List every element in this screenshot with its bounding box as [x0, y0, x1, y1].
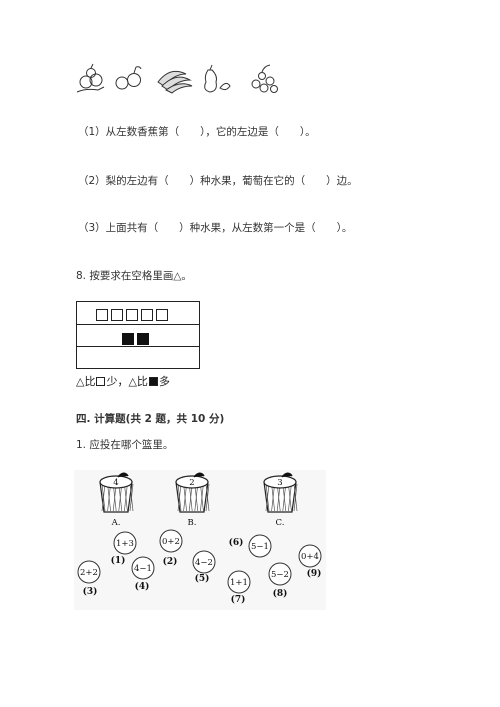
banana-icon: [157, 70, 193, 94]
fruit-illustration: [76, 63, 278, 94]
number-ball[interactable]: 2+2 (3): [77, 560, 101, 597]
ball-circle: [248, 534, 272, 558]
square-filled-icon: [122, 333, 134, 345]
number-ball[interactable]: 0+4 (9): [298, 544, 322, 579]
basket-c: 3C.: [263, 472, 298, 528]
number-ball[interactable]: 5−2 (8): [268, 562, 292, 599]
ball-tag: (3): [83, 586, 98, 597]
basket-weave: [265, 483, 270, 512]
caption-part: 多: [158, 375, 170, 388]
square-filled-icon: [148, 377, 158, 386]
question-2: （2）梨的左边有（ ）种水果，葡萄在它的（ ）边。: [78, 175, 358, 187]
basket-knob-icon: [193, 472, 205, 478]
question-1: （1）从左数香蕉第（ ），它的左边是（ ）。: [78, 126, 316, 138]
basket-weave: [101, 483, 106, 512]
ball-tag: (7): [231, 594, 246, 605]
ball-expression: 5−2: [271, 570, 289, 580]
basket-weave: [118, 483, 123, 512]
basket-number: 4: [113, 478, 118, 488]
ball-expression: 0+2: [162, 537, 180, 547]
ball-expression: 5−1: [251, 542, 269, 552]
square-filled-icon: [137, 333, 149, 345]
number-ball[interactable]: 5−1 (6): [229, 534, 272, 558]
basket-weave: [194, 483, 199, 512]
square-outline-icon: [141, 309, 153, 321]
basket-weave: [177, 483, 182, 512]
ball-circle: [268, 562, 292, 586]
ball-circle: [298, 544, 322, 568]
basket-rim: [175, 475, 209, 489]
grid-row-squares-filled: [77, 325, 199, 347]
ball-tag: (5): [195, 573, 210, 584]
ball-circle: [113, 531, 137, 555]
ball-tag: (1): [111, 555, 126, 566]
drawing-grid: [76, 301, 200, 369]
ball-expression: 4−1: [134, 564, 152, 574]
plum-icon: [76, 63, 105, 93]
square-outline-icon: [156, 309, 168, 321]
basket-weave: [205, 483, 210, 512]
basket-label: A.: [111, 518, 121, 528]
caption-part: △比: [76, 375, 96, 388]
ball-circle: [192, 550, 216, 574]
basket-weave: [288, 483, 292, 512]
basket-illustration: 4A. 2B. 3C. 1+3 (1) 0+2 (2) 2+2 (3) 4−1 (4) 4−2 (5) 5…: [74, 470, 326, 610]
caption-part: 少，△比: [106, 375, 148, 388]
number-ball[interactable]: 1+1 (7): [227, 570, 251, 605]
basket-label: C.: [276, 518, 285, 528]
basket-weave: [183, 483, 187, 512]
basket-weave: [107, 483, 111, 512]
basket-weave: [282, 483, 287, 512]
square-outline-icon: [126, 309, 138, 321]
section-4-title: 四. 计算题(共 2 题，共 10 分): [76, 413, 225, 425]
square-outline-icon: [96, 377, 106, 386]
basket-number: 3: [277, 478, 282, 488]
basket-weave: [200, 483, 204, 512]
ball-expression: 0+4: [301, 552, 319, 562]
question-8-caption: △比少，△比多: [76, 373, 170, 389]
number-ball[interactable]: 4−2 (5): [192, 550, 216, 584]
square-outline-icon: [111, 309, 123, 321]
ball-circle: [77, 560, 101, 584]
ball-expression: 1+1: [230, 578, 248, 588]
basket-knob-icon: [117, 472, 129, 478]
basket-weave: [271, 483, 275, 512]
ball-circle: [227, 570, 251, 594]
ball-expression: 2+2: [80, 568, 98, 578]
ball-tag: (8): [273, 588, 288, 599]
ball-tag: (2): [163, 556, 178, 567]
question-3: （3）上面共有（ ）种水果，从左数第一个是（ ）。: [78, 222, 353, 234]
grid-row-empty[interactable]: [77, 347, 199, 368]
basket-rim: [99, 475, 133, 489]
square-outline-icon: [96, 309, 108, 321]
number-ball[interactable]: 4−1 (4): [131, 556, 155, 592]
question-8-title: 8. 按要求在空格里画△。: [76, 270, 192, 282]
pear-icon: [204, 64, 231, 93]
ball-circle: [131, 556, 155, 580]
number-ball[interactable]: 0+2 (2): [159, 529, 183, 567]
basket-b: 2B.: [175, 472, 210, 528]
basket-weave: [293, 483, 298, 512]
grid-row-squares-outline: [77, 302, 199, 325]
ball-tag: (4): [135, 581, 150, 592]
basket-rim: [263, 475, 297, 489]
basket-a: 4A.: [99, 472, 134, 528]
apple-icon: [115, 66, 142, 90]
basket-knob-icon: [281, 472, 293, 478]
section-4-question-1: 1. 应投在哪个篮里。: [76, 439, 174, 451]
ball-circle: [159, 529, 183, 553]
grape-icon: [251, 64, 278, 93]
ball-expression: 4−2: [195, 558, 213, 568]
basket-number: 2: [189, 478, 194, 488]
number-ball[interactable]: 1+3 (1): [111, 531, 137, 566]
basket-weave: [129, 483, 134, 512]
ball-tag: (6): [229, 537, 244, 548]
ball-expression: 1+3: [116, 539, 134, 549]
basket-weave: [124, 483, 128, 512]
ball-tag: (9): [307, 568, 322, 579]
basket-label: B.: [188, 518, 197, 528]
